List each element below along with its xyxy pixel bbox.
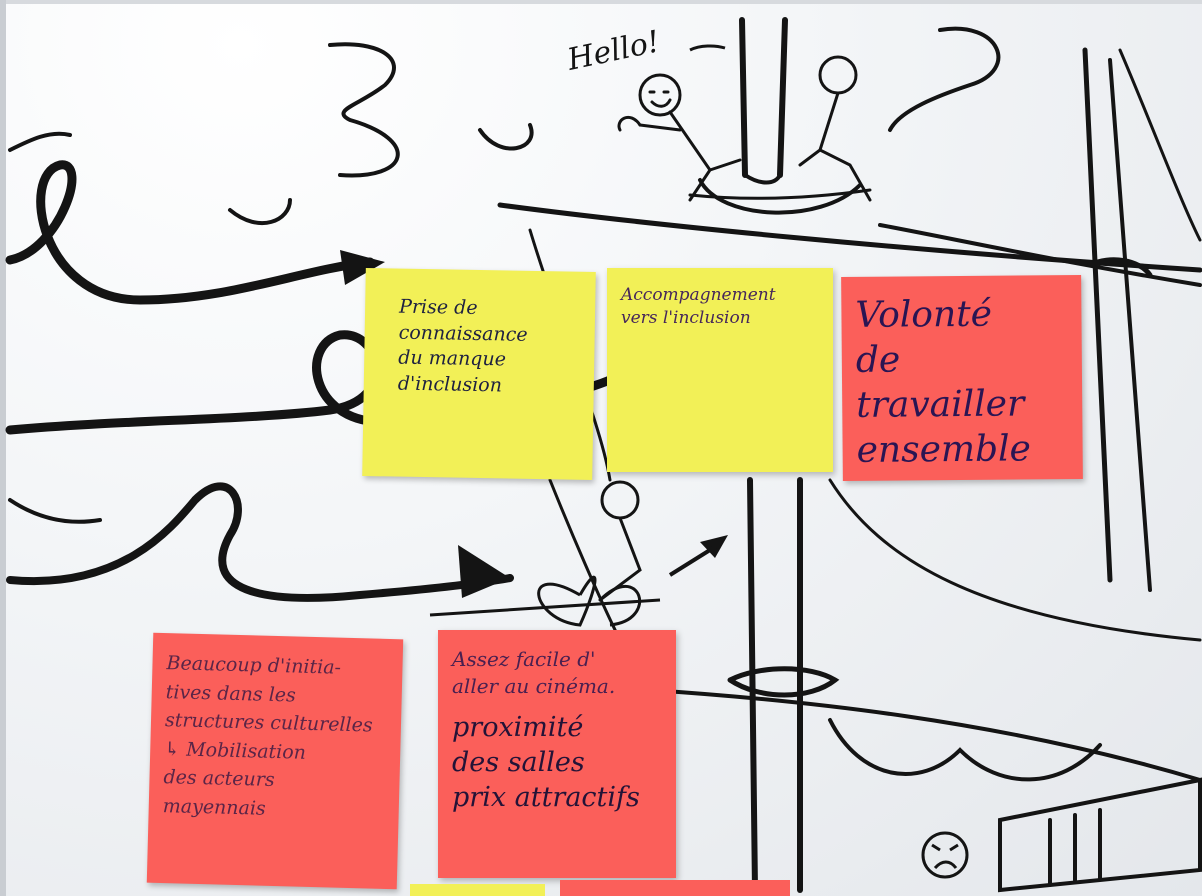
sticky-note-partial-yellow[interactable] [410,884,545,896]
sticky-note-5-bottom-text: proximité des salles prix attractifs [452,712,640,814]
sticky-note-5-top-text: Assez facile d' aller au cinéma. [452,647,616,698]
sticky-note-4[interactable]: Beaucoup d'initia- tives dans les struct… [146,632,404,890]
sticky-note-2-text: Accompagnement vers l'inclusion [621,285,776,328]
board-frame-top [0,0,1202,4]
sticky-note-5[interactable]: Assez facile d' aller au cinéma. proximi… [438,630,676,878]
hello-doodle-text: Hello! [563,24,662,78]
board-frame-left [0,0,6,896]
sticky-note-3-text: Volonté de travailler ensemble [855,293,1032,471]
sticky-note-1-text: Prise de connaissance du manque d'inclus… [397,295,528,397]
sticky-note-1[interactable]: Prise de connaissance du manque d'inclus… [362,268,596,480]
butterfly-icon [429,575,661,627]
sticky-note-3[interactable]: Volonté de travailler ensemble [841,274,1083,482]
sticky-note-4-text: Beaucoup d'initia- tives dans les struct… [162,652,373,820]
sticky-note-partial-red[interactable] [560,880,790,896]
angry-face-icon [921,831,969,879]
sticky-note-2[interactable]: Accompagnement vers l'inclusion [607,268,833,472]
arrow-line [668,543,720,577]
ship-drawing [497,17,1202,893]
